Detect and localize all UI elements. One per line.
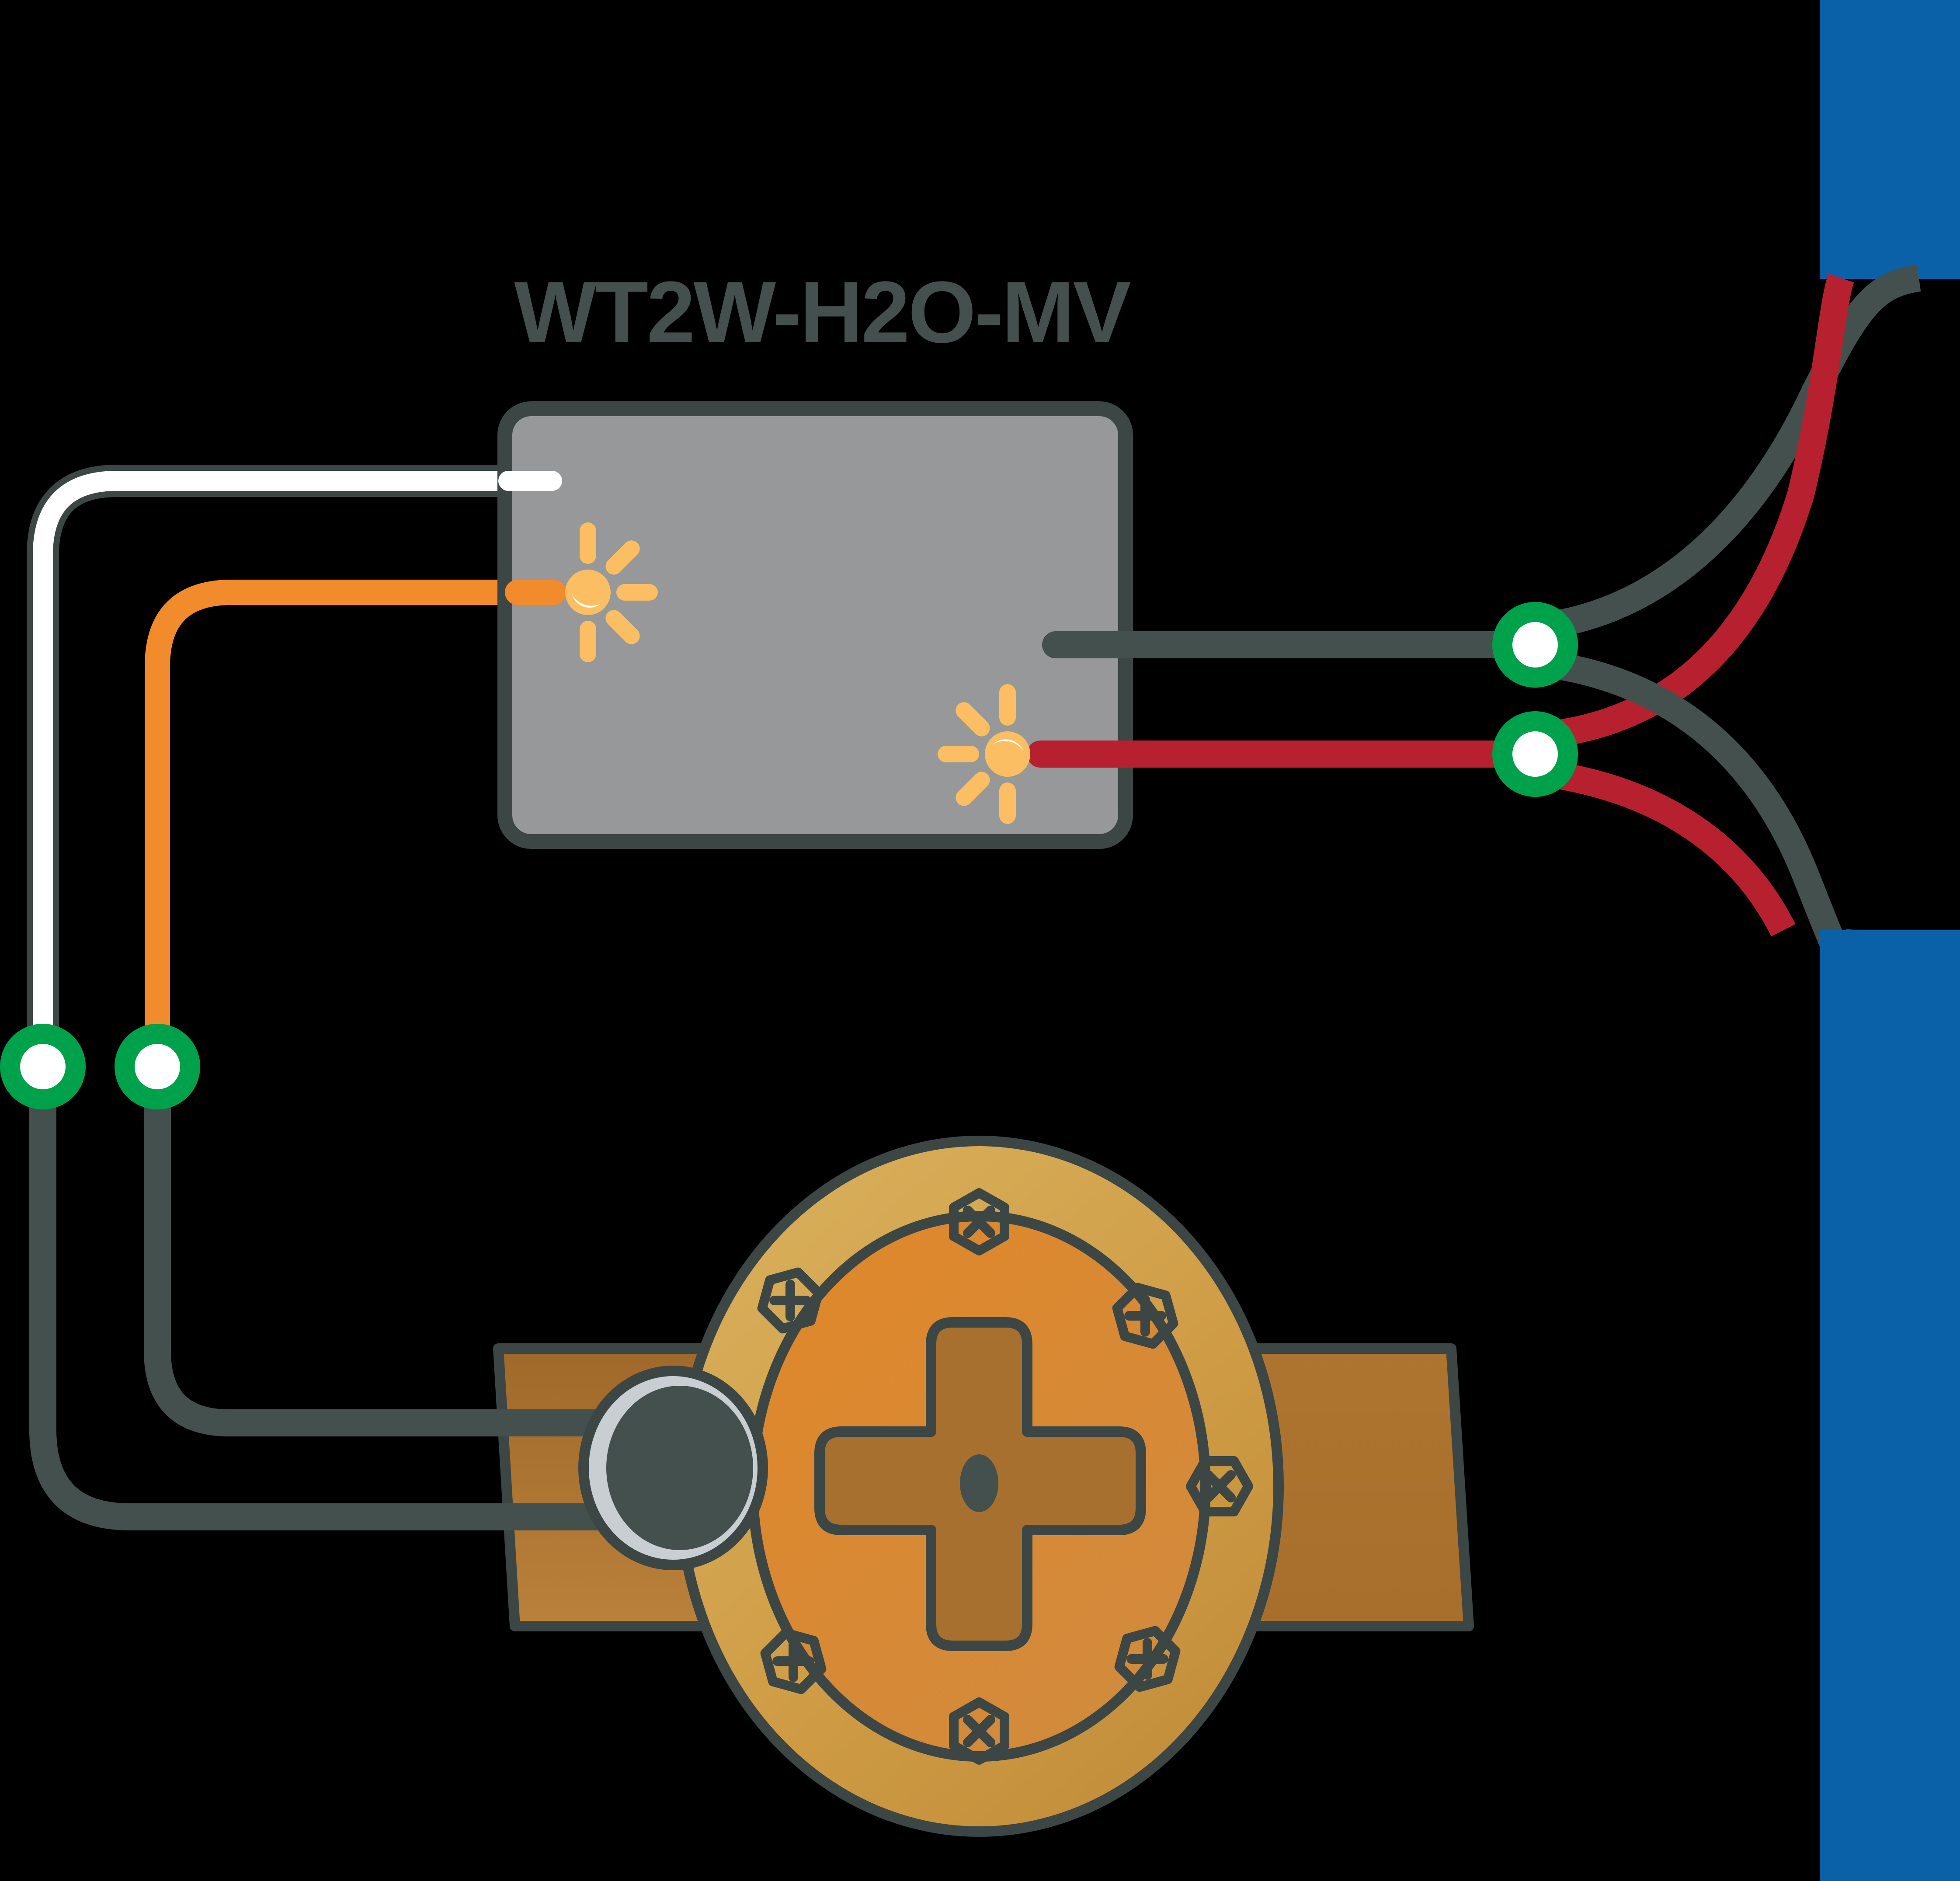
terminal-dark-out bbox=[1056, 631, 1143, 658]
node-white-left[interactable] bbox=[0, 1024, 86, 1109]
wire-white-sheath bbox=[27, 465, 571, 1083]
terminal-red-out bbox=[1040, 741, 1128, 768]
terminal-white-in bbox=[498, 471, 562, 491]
valve-bolt bbox=[1186, 1456, 1253, 1516]
wire-dark-outer bbox=[29, 1067, 621, 1530]
wire-red-to-bottom bbox=[1533, 758, 1796, 936]
valve-bolt bbox=[760, 1628, 827, 1694]
led-right-icon bbox=[938, 684, 1030, 824]
valve-hub bbox=[960, 1454, 998, 1512]
node-dark-right[interactable] bbox=[1492, 602, 1578, 688]
wire-red-to-top bbox=[1534, 273, 1854, 750]
node-red-right[interactable] bbox=[1492, 711, 1578, 797]
valve-bolt bbox=[1112, 1283, 1178, 1349]
led-left-icon bbox=[565, 522, 658, 662]
node-orange-left[interactable] bbox=[115, 1024, 200, 1109]
panel-bottom bbox=[1820, 930, 1960, 1881]
panel-top bbox=[1820, 0, 1960, 279]
wire-orange bbox=[145, 580, 564, 1079]
valve-bolt bbox=[949, 1697, 1009, 1765]
valve-bolt bbox=[757, 1267, 824, 1334]
solenoid-face bbox=[606, 1386, 753, 1550]
terminal-orange-in bbox=[505, 580, 566, 605]
valve-bolt-group bbox=[757, 1188, 1253, 1765]
wire-dark-to-top bbox=[1533, 264, 1921, 640]
valve-bolt bbox=[1114, 1626, 1181, 1692]
device-body[interactable] bbox=[497, 401, 1133, 849]
device-title: WT2W-H2O-MV bbox=[514, 264, 1131, 361]
wire-dark-inner bbox=[144, 1067, 621, 1436]
valve-bolt bbox=[949, 1188, 1009, 1255]
wire-white bbox=[33, 471, 565, 1077]
solenoid-connector[interactable] bbox=[578, 1366, 768, 1570]
